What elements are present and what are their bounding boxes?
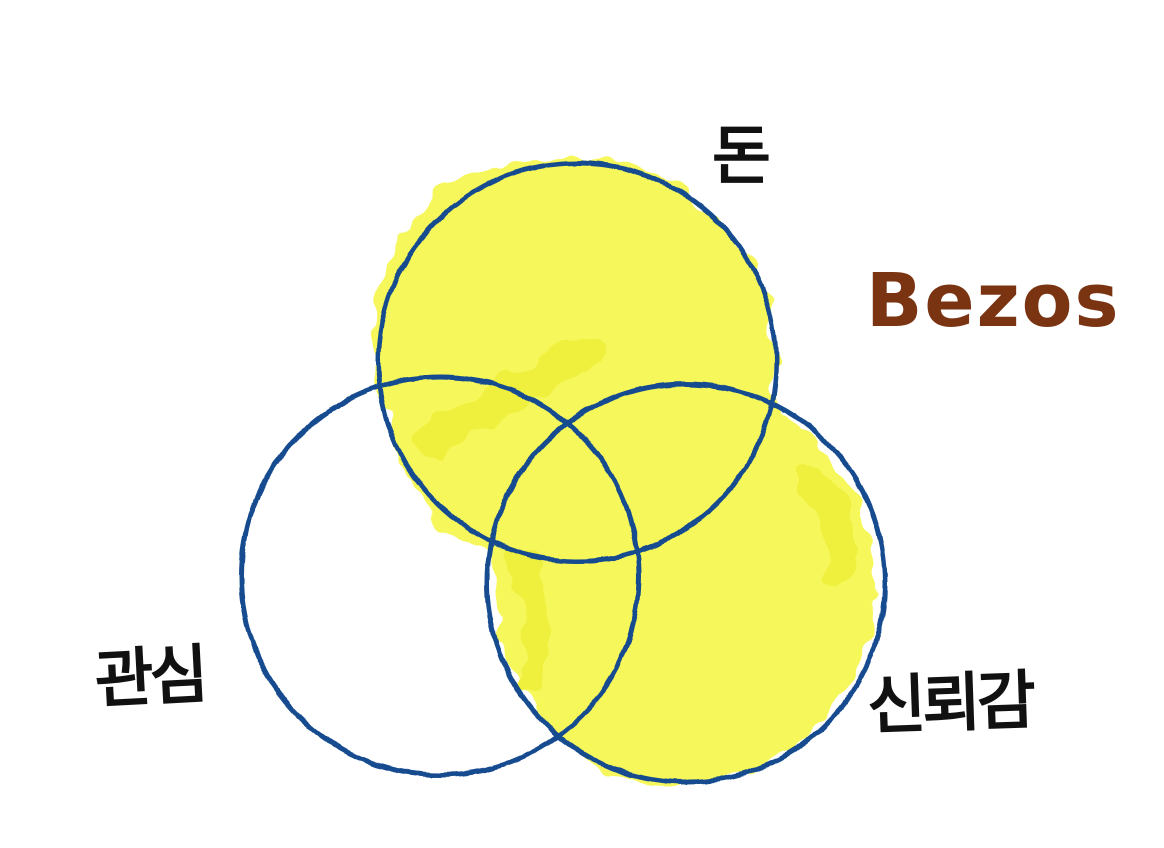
circle-right [484, 381, 888, 785]
highlight-area [373, 159, 877, 784]
label-top: 돈 [712, 120, 769, 194]
circle-top [375, 160, 779, 564]
circle-left [238, 374, 642, 778]
label-left: 관심 [93, 638, 206, 718]
label-right: 신뢰감 [866, 664, 1036, 744]
highlight-streaks [413, 333, 856, 693]
annotation-bezos: Bezos [866, 258, 1121, 344]
circles [238, 160, 888, 785]
highlighter-fill [373, 159, 877, 784]
streak-3 [507, 547, 550, 693]
streak-1 [413, 333, 607, 457]
streak-2 [795, 465, 856, 585]
